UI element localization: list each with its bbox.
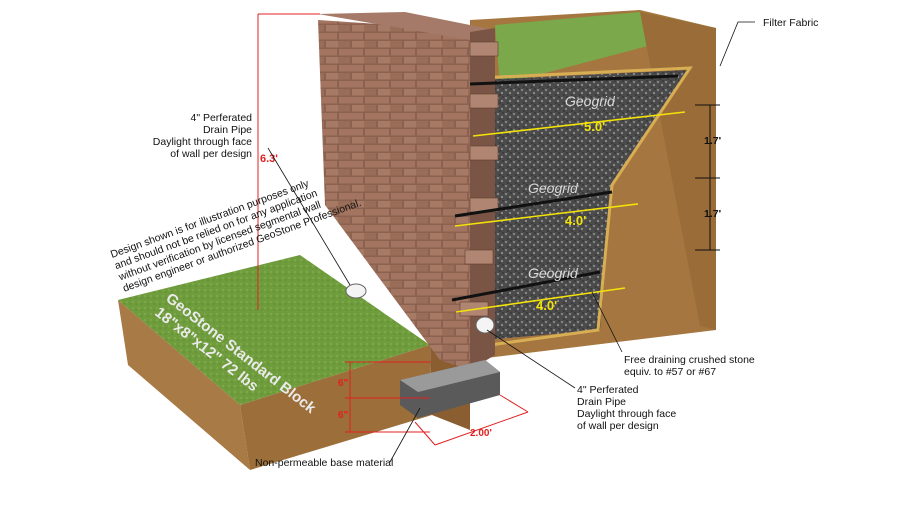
wall-height-label: 6.3' (260, 153, 278, 165)
svg-text:4" Perferated: 4" Perferated (577, 384, 639, 396)
geogrid-label-middle: Geogrid (528, 180, 579, 196)
grid-length-1: 5.0' (584, 119, 605, 134)
base-material-label: Non-permeable base material (255, 457, 393, 469)
crushed-stone-label: Free draining crushed stone equiv. to #5… (624, 354, 755, 378)
wall-cap-top (318, 12, 495, 40)
drain-pipe-upper (345, 283, 367, 299)
grid-length-3: 4.0' (536, 298, 557, 313)
svg-text:4" Perferated: 4" Perferated (190, 112, 252, 124)
drain-pipe-lower (475, 316, 495, 334)
svg-text:Drain Pipe: Drain Pipe (203, 124, 252, 136)
grid-spacing-dims (695, 104, 720, 251)
geogrid-label-bottom: Geogrid (528, 265, 579, 281)
svg-text:Drain Pipe: Drain Pipe (577, 396, 626, 408)
filter-fabric-line (477, 66, 693, 347)
embed-dims (345, 361, 430, 433)
grid-length-2: 4.0' (565, 213, 586, 228)
base-width-label: 2.00' (470, 428, 492, 439)
drain-pipe-lower-label: 4" Perferated Drain Pipe Daylight throug… (577, 384, 676, 432)
svg-text:Daylight through face: Daylight through face (153, 136, 252, 148)
soil-front-right (240, 345, 432, 470)
gravel-backfill (478, 70, 690, 340)
svg-text:equiv. to #57 or #67: equiv. to #57 or #67 (624, 366, 716, 378)
grid-spacing-1: 1.7' (704, 135, 721, 147)
wall-height-dim (257, 13, 320, 310)
svg-text:of wall per design: of wall per design (577, 420, 659, 432)
svg-text:Daylight through face: Daylight through face (577, 408, 676, 420)
filter-fabric-label: Filter Fabric (763, 17, 818, 29)
drain-pipe-upper-label: 4" Perferated Drain Pipe Daylight throug… (153, 112, 252, 160)
soil-front-left (118, 300, 250, 470)
grid-spacing-2: 1.7' (704, 208, 721, 220)
svg-text:of wall per design: of wall per design (170, 148, 252, 160)
embed-bottom-label: 6" (338, 410, 349, 421)
base-pad-top (400, 360, 500, 392)
geogrid-layers (451, 74, 679, 302)
block-tails (459, 41, 499, 317)
callout-leaders (267, 21, 755, 463)
block-wall-face (318, 20, 470, 370)
base-width-dim (414, 394, 529, 446)
embed-top-label: 6" (338, 378, 349, 389)
svg-text:Free draining crushed stone: Free draining crushed stone (624, 354, 755, 366)
geogrid-label-top: Geogrid (565, 93, 616, 109)
grid-length-dims (454, 111, 686, 313)
